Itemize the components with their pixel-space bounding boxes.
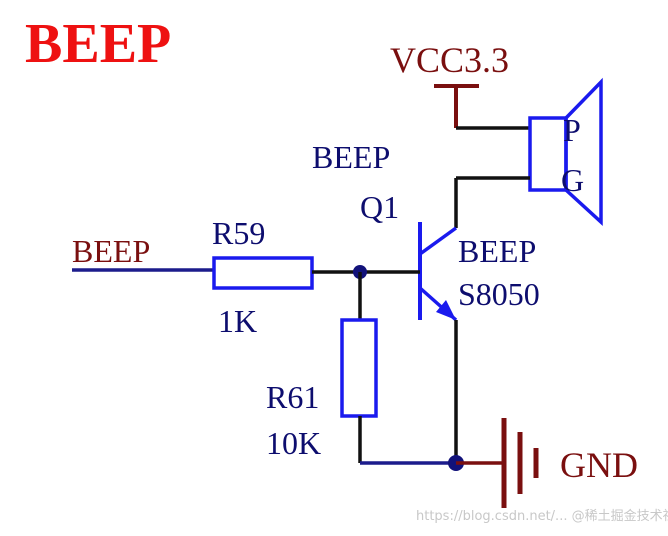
r61-value: 10K xyxy=(266,425,321,461)
ground-icon xyxy=(501,418,539,508)
input-net-label: BEEP xyxy=(72,233,150,269)
transistor-designator: Q1 xyxy=(360,189,399,225)
vcc-label: VCC3.3 xyxy=(390,40,509,80)
resistor-r59-icon xyxy=(212,256,314,290)
watermark: https://blog.csdn.net/... @稀土掘金技术社区 xyxy=(416,508,668,524)
r59-designator: R59 xyxy=(212,215,265,251)
transistor-net-label: BEEP xyxy=(312,139,390,175)
buzzer-pin-p: P xyxy=(563,112,581,148)
ground-label: GND xyxy=(560,445,638,485)
diagram-title: BEEP xyxy=(25,13,171,75)
r59-value: 1K xyxy=(218,303,257,339)
buzzer-pin-g: G xyxy=(561,162,584,198)
resistor-r61-icon xyxy=(340,318,378,418)
r61-designator: R61 xyxy=(266,379,319,415)
buzzer-icon xyxy=(528,77,603,226)
transistor-part-number: S8050 xyxy=(458,276,540,312)
transistor-q1-icon xyxy=(418,222,458,322)
transistor-value-net: BEEP xyxy=(458,233,536,269)
vcc-symbol xyxy=(434,84,479,128)
